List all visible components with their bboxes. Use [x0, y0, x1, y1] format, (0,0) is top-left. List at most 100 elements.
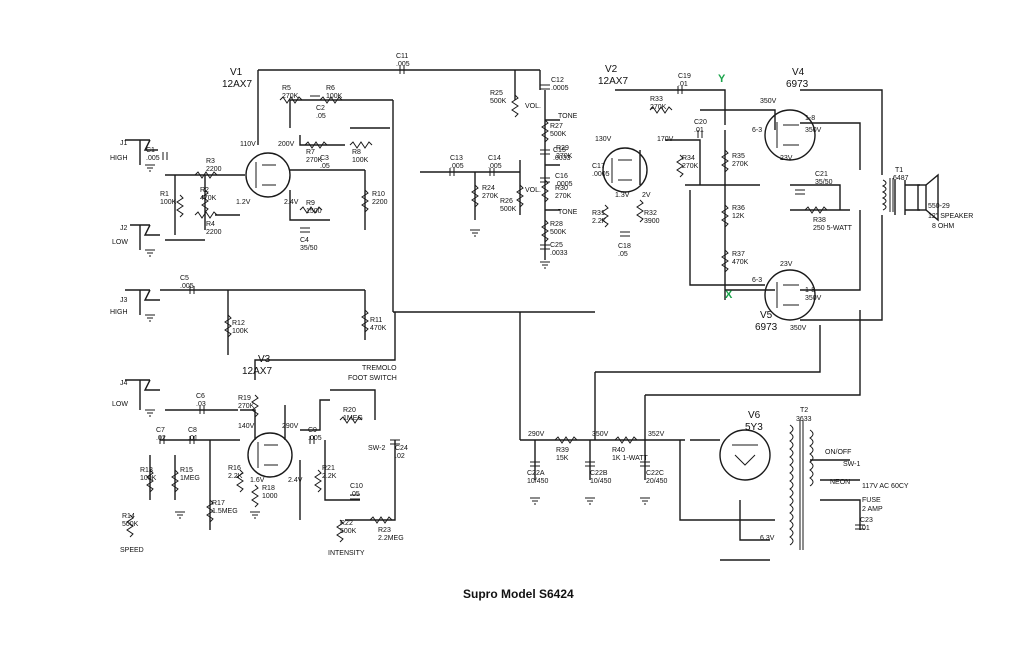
- component-value-r32: 3900: [644, 218, 660, 225]
- component-value-r34: 270K: [682, 163, 699, 170]
- sw1-label: SW-1: [843, 461, 860, 468]
- component-value-r35: 270K: [732, 161, 749, 168]
- component-designator-r21: R21: [322, 465, 335, 472]
- diagram-caption: Supro Model S6424: [463, 587, 574, 601]
- component-designator-c23: C23: [860, 517, 873, 524]
- neon-label: NEON: [830, 479, 850, 486]
- component-value-r25: 500K: [490, 98, 507, 105]
- component-value-r29: 270K: [556, 153, 573, 160]
- component-value-c1: .005: [146, 155, 160, 162]
- component-value-c11: .005: [396, 61, 410, 68]
- jack-mode-j1: HIGH: [110, 155, 128, 162]
- component-value-r22: 500K: [340, 528, 357, 535]
- tone-label-1: TONE: [558, 113, 578, 120]
- input-jack-j3: [125, 289, 160, 315]
- component-value-r38: 250 5-WATT: [813, 225, 853, 232]
- component-designator-r4: R4: [206, 221, 215, 228]
- component-value-r18: 1000: [262, 493, 278, 500]
- jack-label-j1: J1: [120, 140, 128, 147]
- component-designator-r11: R11: [370, 317, 382, 324]
- component-designator-c3: C3: [320, 155, 329, 162]
- voltage-label: 23V: [780, 261, 793, 268]
- t2-label: T2: [800, 407, 808, 414]
- capacitor-symbols: [159, 66, 865, 530]
- component-designator-r10: R10: [372, 191, 385, 198]
- component-value-c14: .005: [488, 163, 502, 170]
- text-labels: V1 12AX7 V2 12AX7 V3 12AX7 V4 6973 V5 69…: [110, 64, 973, 601]
- input-jack-j1: [125, 139, 158, 165]
- jack-mode-j3: HIGH: [110, 309, 128, 316]
- component-designator-r7: R7: [306, 149, 315, 156]
- voltage-label: 1.6V: [250, 477, 265, 484]
- tube-name-v2: V2: [605, 64, 618, 75]
- component-designator-c4: C4: [300, 237, 309, 244]
- component-designator-c22b: C22B: [590, 470, 608, 477]
- component-value-r33: 270K: [650, 104, 667, 111]
- speaker-size: 12" SPEAKER: [928, 213, 973, 220]
- speed-label: SPEED: [120, 547, 144, 554]
- component-designator-r31: R31: [592, 210, 605, 217]
- tremolo-label: TREMOLO: [362, 365, 397, 372]
- speaker-impedance: 8 OHM: [932, 223, 954, 230]
- component-value-r21: 2.2K: [322, 473, 337, 480]
- component-labels: R1100KR2470KR32200R42200R5270KR6100KR727…: [122, 53, 873, 542]
- resistor-symbols: [126, 94, 828, 543]
- component-value-c22a: 10/450: [527, 478, 549, 485]
- jack-label-j2: J2: [120, 225, 128, 232]
- wiring: [149, 69, 920, 561]
- t1-part: 6487: [893, 175, 909, 182]
- marker-x: X: [725, 289, 733, 301]
- component-designator-c15: C15: [553, 147, 566, 154]
- component-value-c25: .0033: [550, 250, 568, 257]
- component-designator-r16: R16: [228, 465, 241, 472]
- component-value-r40: 1K 1-WATT: [612, 455, 649, 462]
- component-designator-r39: R39: [556, 447, 569, 454]
- component-value-c22b: 10/450: [590, 478, 612, 485]
- voltage-label: 2.4V: [284, 199, 299, 206]
- voltage-label: 290V: [528, 431, 545, 438]
- component-value-c8: .01: [188, 435, 198, 442]
- component-designator-c25: C25: [550, 242, 563, 249]
- component-designator-r38: R38: [813, 217, 826, 224]
- tone-label-2: TONE: [558, 209, 578, 216]
- component-value-r16: 2.2K: [228, 473, 243, 480]
- voltage-label: 350V: [805, 127, 822, 134]
- component-value-r1: 100K: [160, 199, 177, 206]
- component-designator-r9: R9: [306, 200, 315, 207]
- output-transformer-t1: [881, 178, 894, 212]
- component-value-c10: .05: [350, 491, 360, 498]
- voltage-label: 23V: [780, 155, 793, 162]
- component-designator-r17: R17: [212, 500, 225, 507]
- component-value-r8: 100K: [352, 157, 369, 164]
- component-designator-r5: R5: [282, 85, 291, 92]
- component-designator-r8: R8: [352, 149, 361, 156]
- pin-label: 6-3: [752, 277, 762, 284]
- component-value-r26: 500K: [500, 206, 517, 213]
- component-value-c12: .0005: [551, 85, 569, 92]
- voltage-label: 350V: [805, 295, 822, 302]
- tube-v1: [245, 152, 291, 198]
- component-value-r23: 2.2MEG: [378, 535, 404, 542]
- component-value-c24: .02: [395, 453, 405, 460]
- component-designator-c1: C1: [146, 147, 155, 154]
- component-value-c4: 35/50: [300, 245, 318, 252]
- component-designator-c6: C6: [196, 393, 205, 400]
- component-designator-c13: C13: [450, 155, 463, 162]
- speaker-part: 550-29: [928, 203, 950, 210]
- power-transformer-t2: [789, 420, 814, 550]
- component-designator-r22: R22: [340, 520, 353, 527]
- tube-v3: [247, 432, 293, 478]
- component-value-r2: 470K: [200, 195, 217, 202]
- component-designator-r3: R3: [206, 158, 215, 165]
- ac-label: 117V AC 60CY: [862, 483, 909, 490]
- tube-name-v4: V4: [792, 67, 805, 78]
- component-value-r19: 270K: [238, 403, 255, 410]
- component-value-r10: 2200: [372, 199, 388, 206]
- component-value-r30: 270K: [555, 193, 572, 200]
- component-designator-c22a: C22A: [527, 470, 545, 477]
- component-value-r11: 470K: [370, 325, 387, 332]
- voltage-label: 1.2V: [236, 199, 251, 206]
- jack-mode-j4: LOW: [112, 401, 128, 408]
- jack-mode-j2: LOW: [112, 239, 128, 246]
